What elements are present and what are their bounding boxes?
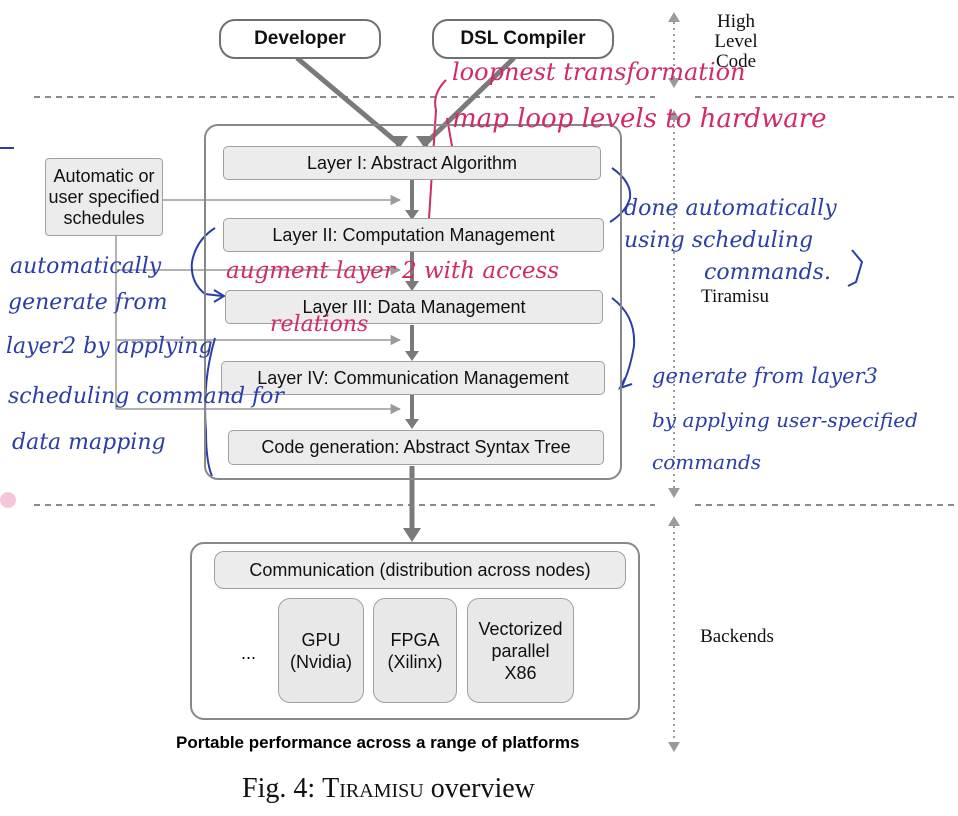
code-generation-box: Code generation: Abstract Syntax Tree bbox=[228, 430, 604, 465]
high-level-code-label: High Level Code bbox=[714, 11, 758, 72]
caption-prefix: Fig. 4: bbox=[242, 773, 323, 804]
annotation-using-scheduling: using scheduling bbox=[624, 228, 814, 253]
layer-1-box: Layer I: Abstract Algorithm bbox=[223, 146, 601, 180]
annotation-augment: augment layer 2 with access bbox=[226, 258, 560, 284]
caption-suffix: overview bbox=[423, 773, 535, 804]
annotation-right-1: generate from layer3 bbox=[652, 364, 878, 388]
figure-caption: Fig. 4: Tiramisu overview bbox=[242, 773, 535, 805]
layer-1-label: Layer I: Abstract Algorithm bbox=[306, 152, 518, 173]
annotation-relations: relations bbox=[270, 312, 369, 337]
layer-4-label: Layer IV: Communication Management bbox=[257, 367, 569, 388]
schedules-box: Automatic or user specified schedules bbox=[45, 158, 163, 236]
developer-label: Developer bbox=[254, 28, 346, 49]
backends-ellipsis: ... bbox=[241, 643, 257, 663]
annotation-left-2: generate from bbox=[8, 290, 168, 315]
layer-2-label: Layer II: Computation Management bbox=[272, 224, 555, 245]
layer-3-box: Layer III: Data Management bbox=[225, 290, 603, 324]
communication-label: Communication (distribution across nodes… bbox=[249, 559, 591, 580]
caption-name: Tiramisu bbox=[322, 773, 424, 804]
annotation-left-5: data mapping bbox=[12, 430, 166, 455]
annotation-left-1: automatically bbox=[10, 254, 162, 279]
annotation-done-automatically: done automatically bbox=[624, 196, 837, 221]
decorative-dot bbox=[0, 492, 16, 508]
x86-box: Vectorized parallel X86 bbox=[467, 598, 574, 703]
annotation-right-2: by applying user-specified bbox=[652, 408, 918, 432]
backends-frame bbox=[190, 542, 640, 720]
annotation-left-3: layer2 by applying bbox=[6, 334, 213, 359]
dsl-compiler-label: DSL Compiler bbox=[460, 28, 586, 49]
layer-4-box: Layer IV: Communication Management bbox=[221, 361, 605, 395]
tiramisu-label: Tiramisu bbox=[701, 286, 769, 307]
annotation-left-4: scheduling command for bbox=[8, 384, 284, 409]
code-generation-label: Code generation: Abstract Syntax Tree bbox=[261, 437, 571, 457]
developer-box: Developer bbox=[219, 19, 381, 59]
annotation-map-loops: map loop levels to hardware bbox=[452, 104, 827, 134]
bottom-label: Portable performance across a range of p… bbox=[176, 733, 580, 752]
annotation-loopnest: loopnest transformation bbox=[452, 58, 746, 86]
layer-2-box: Layer II: Computation Management bbox=[223, 218, 604, 252]
annotation-right-3: commands bbox=[652, 450, 762, 474]
fpga-box: FPGA (Xilinx) bbox=[373, 598, 457, 703]
backends-label: Backends bbox=[700, 626, 774, 647]
gpu-box: GPU (Nvidia) bbox=[278, 598, 364, 703]
dsl-compiler-box: DSL Compiler bbox=[432, 19, 614, 59]
communication-box: Communication (distribution across nodes… bbox=[214, 551, 626, 589]
tiramisu-frame bbox=[204, 124, 622, 480]
layer-3-label: Layer III: Data Management bbox=[302, 296, 526, 317]
annotation-commands: commands. bbox=[704, 260, 831, 285]
